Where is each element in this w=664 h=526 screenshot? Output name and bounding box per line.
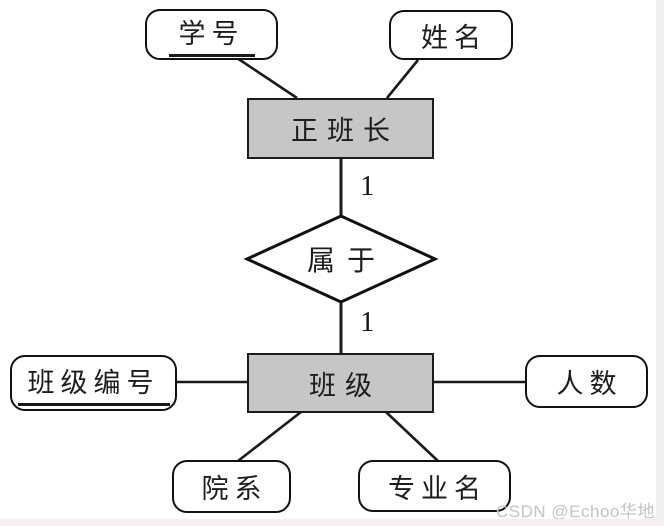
edge-class-department <box>237 410 302 463</box>
cardinality-lower: 1 <box>360 306 375 338</box>
entity-monitor-label: 正班长 <box>291 116 399 146</box>
attribute-class-id: 班级编号 <box>10 355 177 411</box>
attribute-major: 专业名 <box>358 460 511 512</box>
relationship-label: 属于 <box>306 246 387 277</box>
cardinality-upper: 1 <box>360 170 375 202</box>
attribute-name-label: 姓名 <box>421 22 487 53</box>
relationship-diamond-shape <box>243 214 439 304</box>
attribute-count: 人数 <box>525 355 648 408</box>
entity-monitor: 正班长 <box>247 98 434 159</box>
entity-class-label: 班级 <box>309 370 381 401</box>
edge-studentid-monitor <box>236 56 298 100</box>
entity-class: 班级 <box>247 353 434 413</box>
edge-class-major <box>385 411 439 462</box>
attribute-student-id-label: 学号 <box>168 12 255 57</box>
page-edge-right <box>656 0 664 526</box>
page-edge-bottom <box>0 519 664 526</box>
watermark: CSDN @Echoo华地 <box>496 502 655 521</box>
attribute-department-label: 院系 <box>201 474 268 504</box>
attribute-department: 院系 <box>172 460 291 513</box>
attribute-major-label: 专业名 <box>388 473 487 504</box>
attribute-count-label: 人数 <box>556 369 623 399</box>
attribute-class-id-label: 班级编号 <box>17 361 170 406</box>
attribute-student-id: 学号 <box>145 9 278 60</box>
edge-name-monitor <box>385 59 420 99</box>
attribute-name: 姓名 <box>389 10 513 60</box>
